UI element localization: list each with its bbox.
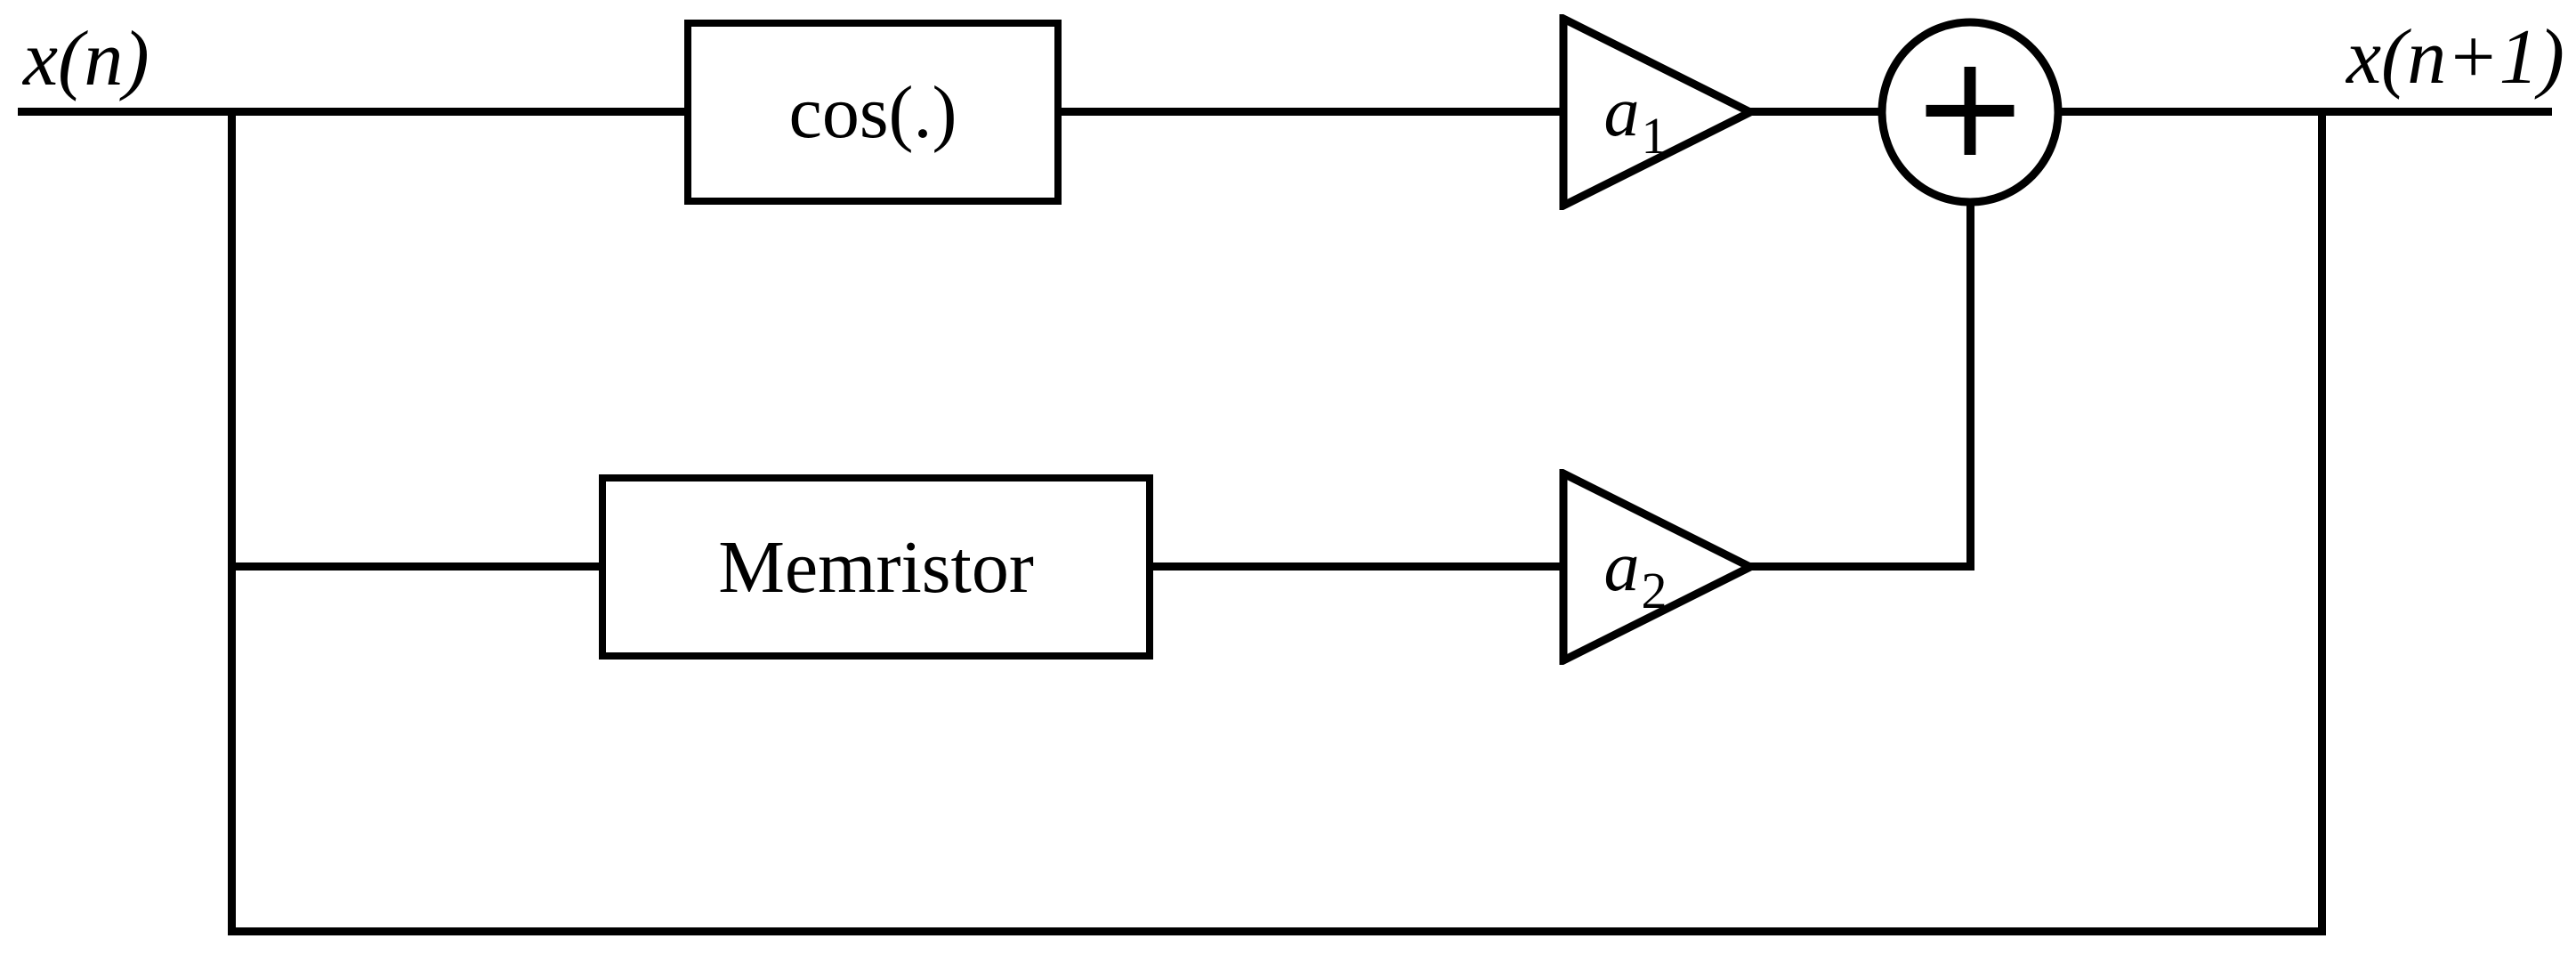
memristor-block-label: Memristor: [718, 525, 1034, 609]
gain-a2-triangle-shape: [1559, 469, 1755, 665]
output-label: x(n+1): [2346, 14, 2564, 101]
plus-icon: +: [1910, 25, 2030, 189]
summing-junction: [1877, 18, 2063, 206]
wire-left-branch-vertical: [228, 108, 236, 935]
memristor-block: Memristor: [599, 474, 1153, 660]
wire-bottom-feedback: [228, 927, 2326, 935]
gain-a1-subscript: 1: [1641, 106, 1668, 165]
wire-a1-to-summer: [1742, 108, 1883, 116]
wire-input: [18, 108, 686, 116]
wire-right-feedback-vertical: [2318, 108, 2326, 935]
gain-a1-triangle: [1559, 14, 1755, 210]
cos-block-label: cos(.): [788, 70, 957, 154]
wire-summer-to-output: [2057, 108, 2552, 116]
wire-memristor-to-a2: [1151, 562, 1567, 571]
gain-a2-subscript: 2: [1641, 561, 1668, 619]
wire-summer-drop-vertical: [1966, 198, 1974, 571]
cos-block: cos(.): [684, 20, 1062, 205]
summing-junction-circle: [1877, 18, 2063, 206]
wire-memristor-input: [228, 562, 602, 571]
input-label: x(n): [23, 16, 149, 102]
gain-a2-base: a: [1603, 527, 1640, 606]
gain-a1-base: a: [1603, 72, 1640, 151]
gain-a2-triangle: [1559, 469, 1755, 665]
gain-a1-triangle-shape: [1559, 14, 1755, 210]
wire-cos-to-a1: [1060, 108, 1567, 116]
wire-a2-to-corner: [1742, 562, 1974, 571]
